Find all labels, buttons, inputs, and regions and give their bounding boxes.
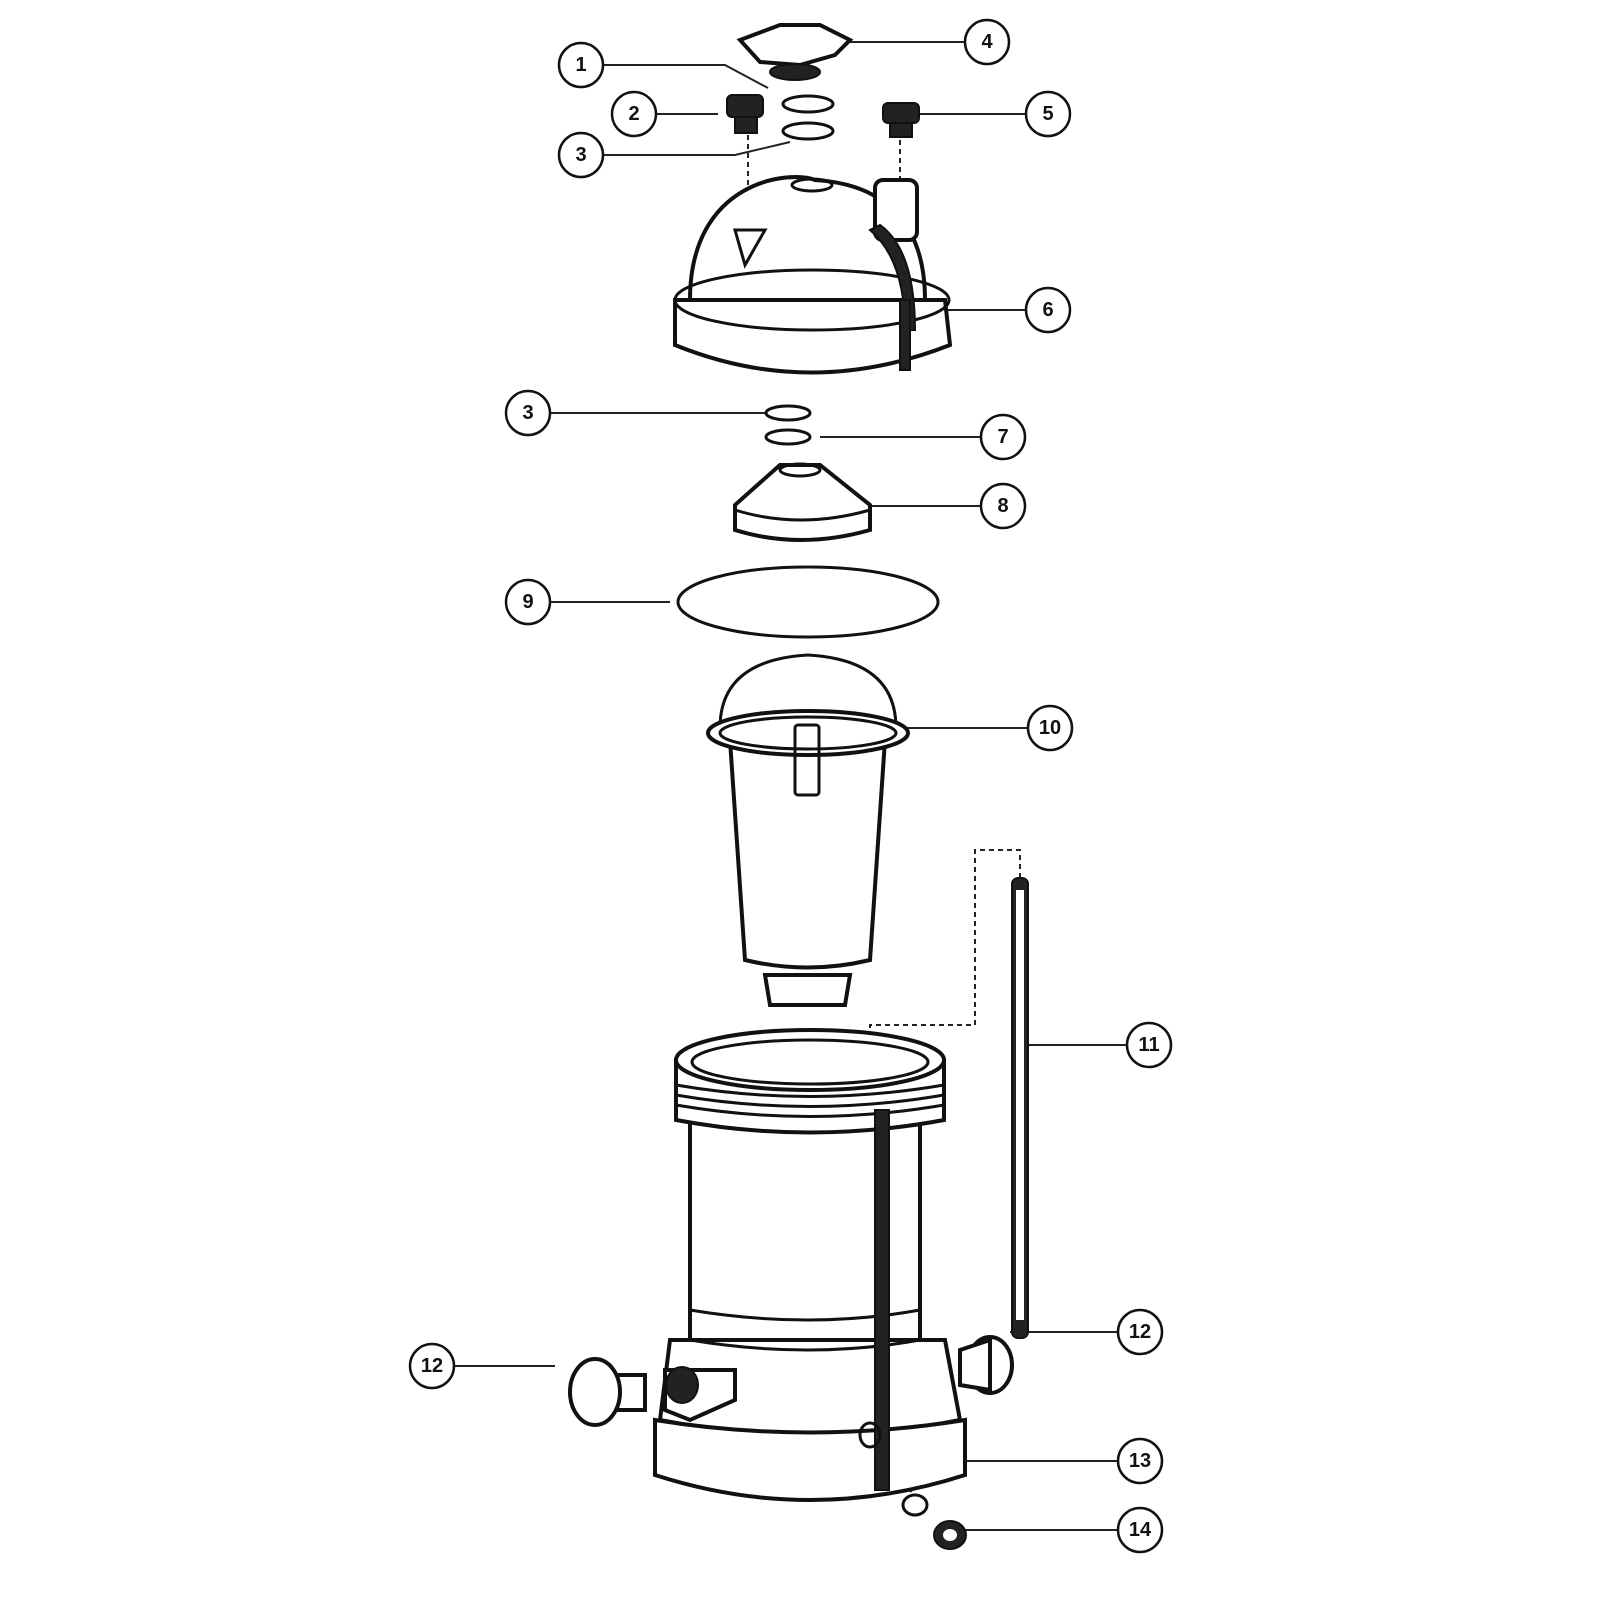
callout-1: 1: [557, 41, 605, 89]
part-cartridge: [706, 653, 910, 1007]
callout-5: 5: [1024, 90, 1072, 138]
callout-8: 8: [979, 482, 1027, 530]
callout-circle: [504, 389, 552, 437]
callout-12: 12: [1116, 1308, 1164, 1356]
callout-number: 13: [1129, 1450, 1151, 1472]
callout-circle: [557, 131, 605, 179]
callout-circle: [1116, 1506, 1164, 1554]
callout-number: 6: [1042, 299, 1053, 321]
part-union-right: [958, 1335, 1014, 1395]
callout-14: 14: [1116, 1506, 1164, 1554]
callout-number: 12: [1129, 1321, 1151, 1343]
callout-circle: [1026, 704, 1074, 752]
callout-circle: [979, 482, 1027, 530]
callout-number: 3: [522, 402, 533, 424]
part-plug-5: [882, 102, 920, 138]
callout-11: 11: [1125, 1021, 1173, 1069]
callout-number: 4: [981, 31, 993, 53]
callout-number: 9: [522, 591, 533, 613]
callout-circle: [1116, 1437, 1164, 1485]
callout-4: 4: [963, 18, 1011, 66]
callout-12: 12: [408, 1342, 456, 1390]
callout-number: 2: [628, 103, 639, 125]
part-large-o-ring: [676, 565, 940, 639]
callout-3: 3: [504, 389, 552, 437]
callout-circle: [610, 90, 658, 138]
callout-9: 9: [504, 578, 552, 626]
callout-7: 7: [979, 413, 1027, 461]
callout-number: 8: [997, 495, 1008, 517]
callout-number: 14: [1129, 1519, 1152, 1541]
part-union-left: [568, 1357, 647, 1427]
callout-circle: [504, 578, 552, 626]
callout-circle: [557, 41, 605, 89]
part-knob: [736, 23, 854, 81]
part-plug-2: [726, 94, 764, 134]
callout-circle: [963, 18, 1011, 66]
callout-number: 11: [1138, 1034, 1159, 1056]
callout-number: 7: [997, 426, 1008, 448]
callout-3: 3: [557, 131, 605, 179]
callout-number: 3: [575, 144, 586, 166]
callout-circle: [1125, 1021, 1173, 1069]
callout-circle: [1024, 286, 1072, 334]
callout-number: 5: [1042, 103, 1053, 125]
callout-13: 13: [1116, 1437, 1164, 1485]
part-dome-lid: [673, 175, 953, 375]
callout-6: 6: [1024, 286, 1072, 334]
callout-number: 12: [421, 1355, 443, 1377]
part-tank-body: [653, 1028, 967, 1502]
callout-2: 2: [610, 90, 658, 138]
callout-circle: [979, 413, 1027, 461]
callout-circle: [1024, 90, 1072, 138]
callout-circle: [408, 1342, 456, 1390]
callout-10: 10: [1026, 704, 1074, 752]
callout-number: 10: [1039, 717, 1061, 739]
part-diffuser: [733, 462, 872, 542]
callout-circle: [1116, 1308, 1164, 1356]
callout-number: 1: [575, 54, 586, 76]
